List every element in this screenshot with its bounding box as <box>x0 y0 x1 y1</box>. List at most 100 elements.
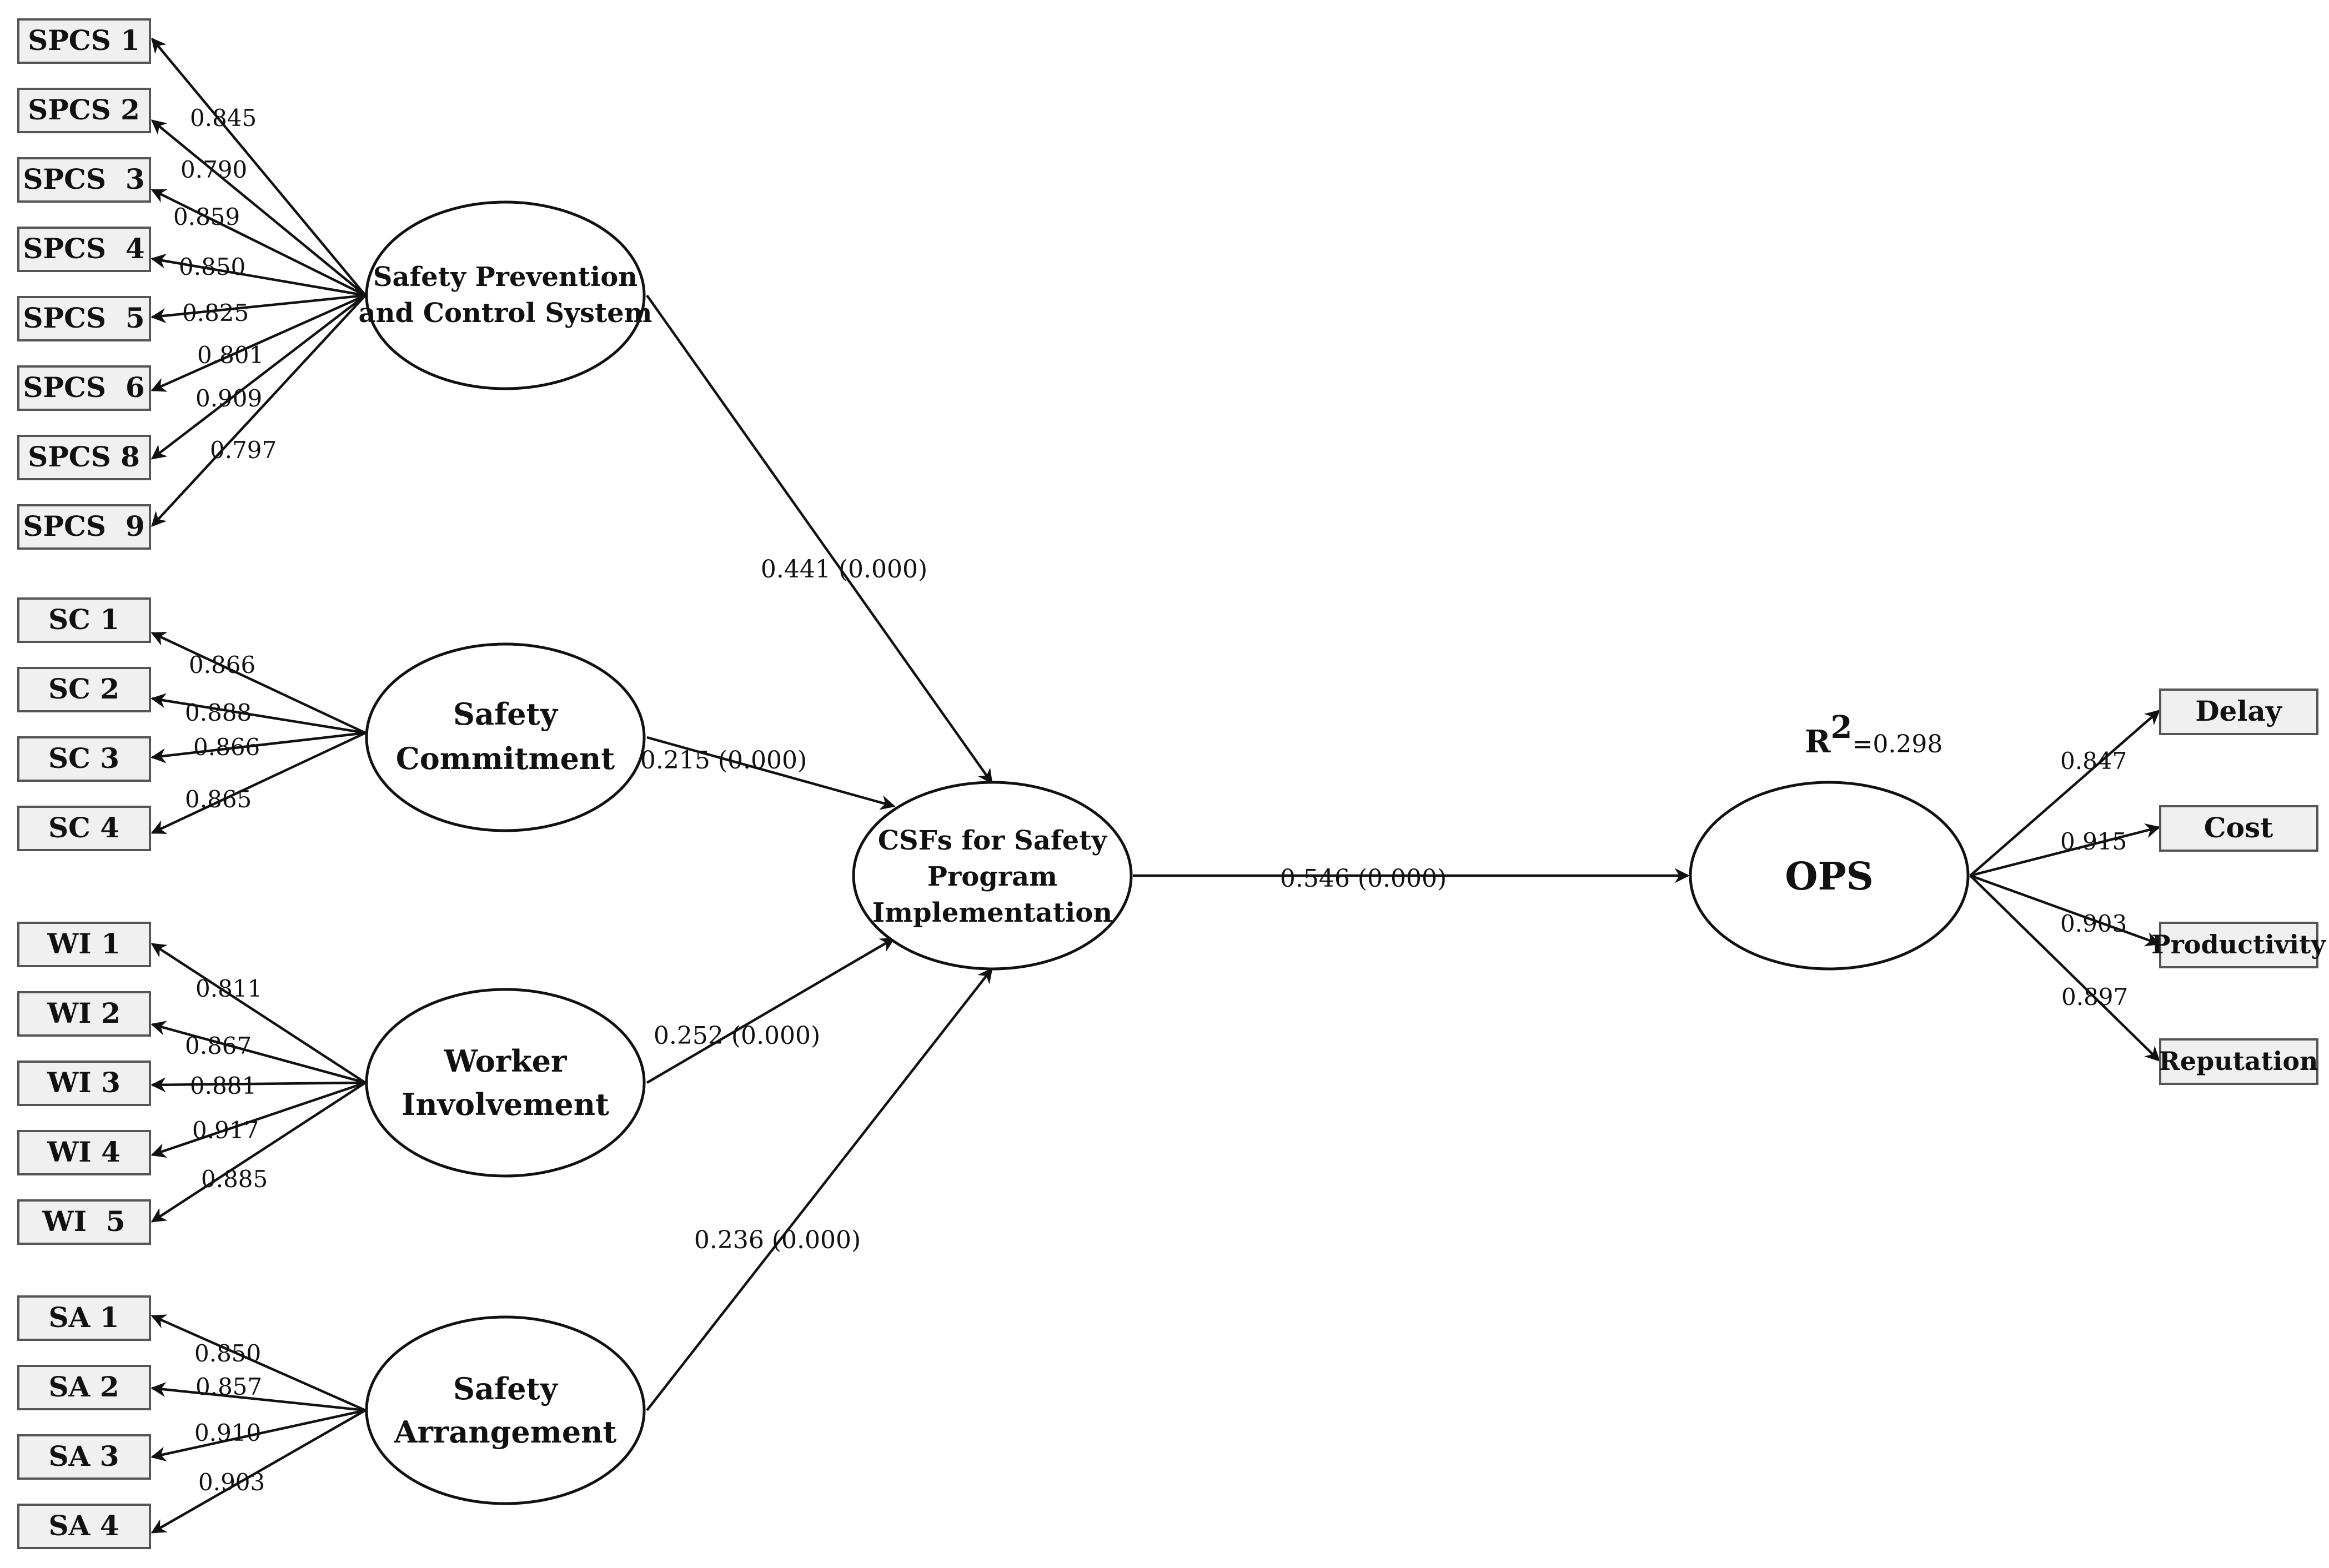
edge-wi-2 <box>150 1021 366 1084</box>
indicator-sa-1: SA 1 <box>17 1295 151 1341</box>
r2-symbol: R <box>1805 723 1831 760</box>
indicator-label: WI 2 <box>47 997 121 1029</box>
indicator-label: SPCS 8 <box>28 440 140 473</box>
construct-sc: Safety Commitment <box>365 642 646 832</box>
loading-spcs-3: 0.859 <box>173 203 240 230</box>
path-spcs-csf <box>646 294 993 785</box>
r2-text: R2=0.298 <box>1805 709 1942 760</box>
indicator-label: SPCS 5 <box>23 301 144 334</box>
indicator-productivity: Productivity <box>2151 922 2326 968</box>
edge-ops-productivity <box>1970 874 2161 947</box>
construct-label-line2: Involvement <box>401 1087 609 1122</box>
construct-label-line1: Safety <box>453 696 559 732</box>
indicator-label: SPCS 3 <box>23 163 144 195</box>
indicator-spcs-9: SPCS 9 <box>17 504 151 550</box>
indicator-wi-4: WI 4 <box>17 1130 151 1175</box>
loading-spcs-9: 0.797 <box>210 436 277 464</box>
edge-sa-1 <box>150 1314 366 1412</box>
loading-wi-3: 0.881 <box>190 1072 257 1099</box>
path-label-csf-ops: 0.546 (0.000) <box>1280 865 1447 893</box>
loading-cost: 0.915 <box>2060 828 2127 855</box>
loading-sa-4: 0.903 <box>198 1469 265 1496</box>
edge-ops-delay <box>1969 710 2161 877</box>
edge-spcs-4 <box>150 253 366 297</box>
indicator-label: WI 1 <box>47 927 121 960</box>
construct-label-line1: CSFs for Safety <box>878 825 1108 856</box>
edge-spcs-1 <box>151 37 367 296</box>
structural-paths <box>646 294 1690 1411</box>
edge-sc-2 <box>150 693 366 735</box>
construct-label-line1: Safety Prevention <box>373 262 638 293</box>
construct-sa: Safety Arrangement <box>365 1315 646 1505</box>
indicator-label: SPCS 6 <box>23 371 144 404</box>
construct-wi: Worker Involvement <box>365 988 646 1178</box>
construct-label: OPS <box>1785 855 1873 899</box>
construct-spcs: Safety Prevention and Control System <box>359 200 652 390</box>
loading-sc-4: 0.865 <box>185 786 252 813</box>
indicator-wi-2: WI 2 <box>17 991 151 1037</box>
indicator-wi-5: WI 5 <box>17 1199 151 1245</box>
wi-indicators: WI 1 WI 2 WI 3 WI 4 WI 5 <box>17 922 151 1245</box>
loading-spcs-5: 0.825 <box>182 299 249 326</box>
r2-value: =0.298 <box>1853 730 1943 758</box>
indicator-label: Productivity <box>2151 929 2326 959</box>
edge-ops-cost <box>1970 823 2161 877</box>
edge-sa-2 <box>150 1382 366 1412</box>
indicator-reputation: Reputation <box>2159 1038 2318 1085</box>
construct-label-line2: and Control System <box>359 298 652 329</box>
construct-label-line2: Arrangement <box>394 1414 617 1450</box>
indicator-cost: Cost <box>2159 805 2318 852</box>
indicator-sc-3: SC 3 <box>17 736 151 782</box>
spcs-indicators: SPCS 1 SPCS 2 SPCS 3 SPCS 4 SPCS 5 SPCS … <box>17 18 151 550</box>
edge-spcs-8 <box>150 294 367 460</box>
loading-sc-2: 0.888 <box>185 699 252 726</box>
edge-spcs-6 <box>150 294 366 392</box>
edge-sa-3 <box>150 1409 366 1461</box>
edge-wi-4 <box>150 1081 366 1158</box>
path-wi-csf <box>646 937 896 1084</box>
indicator-wi-1: WI 1 <box>17 922 151 967</box>
path-sc-csf <box>646 736 896 810</box>
indicator-spcs-8: SPCS 8 <box>17 435 151 480</box>
loading-sc-3: 0.866 <box>193 733 260 761</box>
indicator-label: Delay <box>2195 695 2283 727</box>
loading-spcs-2: 0.790 <box>180 156 247 183</box>
construct-label-line2: Program <box>927 861 1057 892</box>
construct-label-line1: Worker <box>444 1043 567 1079</box>
loading-sa-1: 0.850 <box>194 1340 261 1367</box>
indicator-sc-4: SC 4 <box>17 806 151 851</box>
sa-indicators: SA 1 SA 2 SA 3 SA 4 <box>17 1295 151 1549</box>
indicator-sc-1: SC 1 <box>17 597 151 643</box>
indicator-label: SPCS 4 <box>23 232 144 265</box>
path-label-sc-csf: 0.215 (0.000) <box>640 746 807 775</box>
path-label-wi-csf: 0.252 (0.000) <box>654 1022 820 1050</box>
indicator-label: SC 3 <box>48 742 119 775</box>
loading-wi-1: 0.811 <box>195 975 262 1002</box>
indicator-label: WI 3 <box>47 1066 121 1099</box>
loading-edges <box>150 37 2161 1534</box>
edge-spcs-9 <box>151 294 367 527</box>
indicator-label: SA 2 <box>48 1370 119 1403</box>
indicator-spcs-6: SPCS 6 <box>17 365 151 411</box>
loading-spcs-4: 0.850 <box>179 253 245 280</box>
edge-ops-reputation <box>1969 875 2160 1062</box>
path-label-spcs-csf: 0.441 (0.000) <box>761 555 927 584</box>
indicator-sc-2: SC 2 <box>17 667 151 712</box>
edge-wi-3 <box>150 1077 366 1093</box>
edge-sc-4 <box>150 731 366 835</box>
indicator-spcs-5: SPCS 5 <box>17 296 151 341</box>
indicator-spcs-2: SPCS 2 <box>17 88 151 133</box>
indicator-label: WI 4 <box>47 1135 121 1168</box>
loading-labels: 0.845 0.790 0.859 0.850 0.825 0.801 0.90… <box>173 104 2128 1496</box>
indicator-label: SPCS 2 <box>28 93 140 126</box>
edge-wi-1 <box>150 943 367 1084</box>
construct-label-line1: Safety <box>453 1371 559 1406</box>
indicator-label: WI 5 <box>42 1205 125 1238</box>
indicator-sa-2: SA 2 <box>17 1365 151 1410</box>
ops-indicators: Delay Cost Productivity Reputation <box>2151 688 2326 1085</box>
r2-superscript: 2 <box>1831 709 1853 746</box>
loading-spcs-1: 0.845 <box>190 104 257 132</box>
loading-spcs-8: 0.909 <box>195 385 262 412</box>
loading-wi-5: 0.885 <box>201 1165 268 1193</box>
